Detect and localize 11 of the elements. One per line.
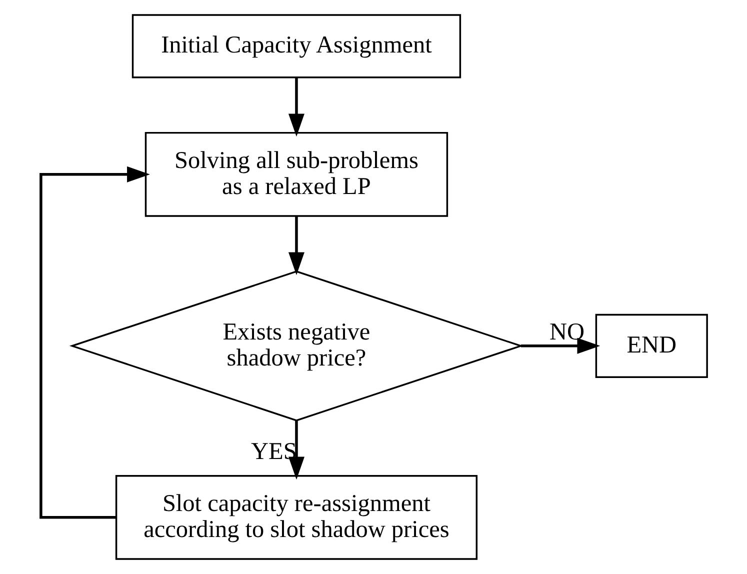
node-box: Slot capacity re-assignment according to slot shadow prices xyxy=(114,474,478,560)
arrow xyxy=(288,216,304,276)
node-box: Solving all sub-problems as a relaxed LP xyxy=(144,132,448,217)
node-diamond: Exists negative shadow price? xyxy=(68,270,524,422)
arrow xyxy=(288,420,304,480)
arrow xyxy=(288,78,304,137)
arrow xyxy=(39,166,150,519)
arrow xyxy=(520,338,600,354)
edge-label: NO xyxy=(549,318,584,346)
node-box: END xyxy=(594,314,708,378)
node-box: Initial Capacity Assignment xyxy=(131,14,461,78)
